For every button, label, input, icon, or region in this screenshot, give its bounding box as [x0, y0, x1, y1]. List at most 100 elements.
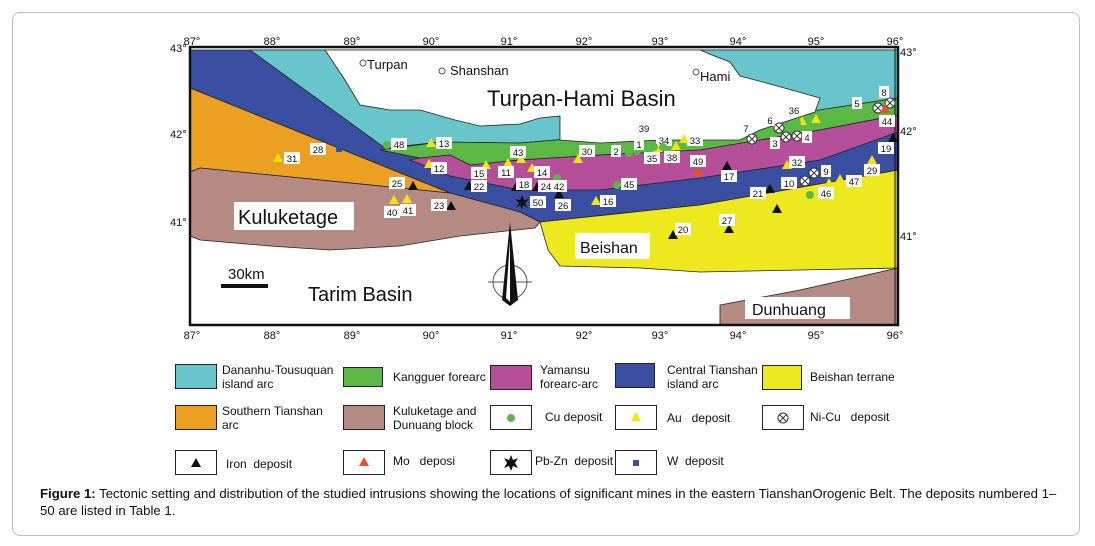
- deposit-label-background: [384, 206, 400, 218]
- deposit-label-background: [534, 166, 550, 178]
- legend-label-yamansu: Yamansu forearc-arc: [540, 363, 599, 391]
- lat-tick-41-right: 41°: [900, 231, 917, 243]
- iron-deposit-icon: [446, 201, 456, 210]
- deposit-label-background: [789, 156, 805, 168]
- deposit-label-background: [471, 167, 487, 179]
- deposit-label-2: 2: [613, 147, 618, 158]
- cu-deposit-icon: [650, 143, 658, 151]
- caption-text: Tectonic setting and distribution of the…: [40, 486, 1057, 518]
- lon-tick-94: 94°: [730, 36, 747, 48]
- iron-deposit-icon: [765, 184, 775, 193]
- deposit-label-24: 24: [541, 182, 552, 193]
- deposit-label-8: 8: [881, 88, 886, 99]
- au-deposit-icon: [591, 196, 601, 205]
- deposit-label-44: 44: [882, 117, 893, 128]
- deposit-label-31: 31: [287, 154, 298, 165]
- city-shanshan: Shanshan: [450, 63, 509, 78]
- nicu-deposit-icon: [799, 175, 811, 187]
- lon-tick-91-bottom: 91°: [501, 330, 518, 342]
- deposit-label-41: 41: [403, 206, 414, 217]
- deposit-label-background: [852, 97, 862, 109]
- deposit-label-background: [530, 196, 546, 208]
- deposit-label-39: 39: [639, 124, 650, 135]
- au-deposit-icon: [402, 194, 412, 203]
- legend-swatch-w: [615, 450, 657, 475]
- deposit-label-43: 43: [513, 148, 524, 159]
- legend-swatch-kuluketage: [343, 405, 385, 430]
- legend-swatch-kangguer: [343, 367, 383, 387]
- au-deposit-icon: [573, 154, 583, 163]
- deposit-label-background: [750, 187, 766, 199]
- deposit-label-background: [516, 178, 532, 190]
- deposit-label-49: 49: [693, 157, 704, 168]
- deposit-label-background: [644, 152, 660, 164]
- north-arrow-icon: [488, 222, 532, 306]
- lon-tick-95-bottom: 95°: [808, 330, 825, 342]
- scale-label: 30km: [228, 266, 265, 283]
- legend-label-au: Au deposit: [667, 411, 731, 425]
- nicu-deposit-icon: [746, 133, 758, 145]
- legend-swatch-iron: [175, 450, 217, 475]
- iron-deposit-icon: [772, 204, 782, 213]
- deposit-label-background: [741, 122, 751, 134]
- lat-tick-42-right: 42°: [900, 126, 917, 138]
- au-deposit-icon: [426, 138, 436, 147]
- iron-deposit-icon: [888, 133, 898, 142]
- legend-label-central-tianshan: Central Tianshan island arc: [667, 363, 758, 391]
- au-deposit-icon: [679, 134, 689, 143]
- deposit-label-27: 27: [722, 216, 733, 227]
- deposit-label-background: [391, 138, 407, 150]
- deposit-label-35: 35: [647, 154, 658, 165]
- city-icon: [438, 67, 446, 75]
- city-icon: [692, 68, 700, 76]
- legend-label-w: W deposit: [667, 454, 724, 468]
- legend-label-mo: Mo deposi: [393, 454, 456, 468]
- deposit-label-background: [690, 155, 706, 167]
- deposit-label-3: 3: [772, 139, 777, 150]
- legend-swatch-au: [615, 405, 657, 430]
- deposit-label-background: [310, 143, 326, 155]
- au-triangle-icon: [631, 412, 641, 421]
- deposit-label-background: [498, 166, 514, 178]
- deposit-label-17: 17: [724, 172, 735, 183]
- city-hami: Hami: [700, 69, 730, 84]
- cu-deposit-icon: [806, 191, 814, 199]
- deposit-label-background: [634, 138, 644, 150]
- lon-tick-87-bottom: 87°: [184, 330, 201, 342]
- deposit-label-34: 34: [659, 136, 670, 147]
- deposit-label-15: 15: [474, 169, 485, 180]
- au-deposit-icon: [273, 153, 283, 162]
- deposit-label-9: 9: [823, 167, 828, 178]
- deposit-label-25: 25: [392, 179, 403, 190]
- lon-tick-95: 95°: [808, 36, 825, 48]
- deposit-label-18: 18: [519, 180, 530, 191]
- legend-label-dananhu: Dananhu-Tousuquan island arc: [222, 363, 334, 391]
- pbzn-deposit-icon: [515, 195, 529, 210]
- iron-deposit-icon: [554, 189, 564, 198]
- deposit-label-background: [770, 137, 780, 149]
- lon-tick-89-bottom: 89°: [344, 330, 361, 342]
- deposit-label-background: [621, 178, 637, 190]
- deposit-label-1: 1: [636, 140, 641, 151]
- lat-tick-42: 42°: [170, 129, 187, 141]
- deposit-label-background: [284, 152, 300, 164]
- lon-tick-96: 96°: [887, 36, 904, 48]
- legend-label-pbzn: Pb-Zn deposit: [535, 454, 614, 468]
- deposit-label-background: [821, 165, 831, 177]
- caption-label: Figure 1:: [40, 486, 96, 501]
- deposit-label-32: 32: [792, 158, 803, 169]
- pbzn-star-icon: [504, 455, 518, 471]
- deposit-label-10: 10: [784, 179, 795, 190]
- deposit-label-47: 47: [849, 177, 860, 188]
- legend-label-southern-tianshan: Southern Tianshan arc: [222, 404, 323, 432]
- deposit-label-background: [510, 146, 526, 158]
- label-turpan-hami-basin: Turpan-Hami Basin: [487, 86, 676, 111]
- cu-deposit-icon: [659, 143, 667, 151]
- lon-tick-87: 87°: [184, 36, 201, 48]
- lon-tick-96-bottom: 96°: [887, 330, 904, 342]
- figure-frame: [12, 12, 1080, 536]
- deposit-label-background: [636, 122, 652, 134]
- deposit-label-background: [656, 134, 672, 146]
- au-deposit-icon: [867, 155, 877, 164]
- deposit-label-background: [818, 187, 834, 199]
